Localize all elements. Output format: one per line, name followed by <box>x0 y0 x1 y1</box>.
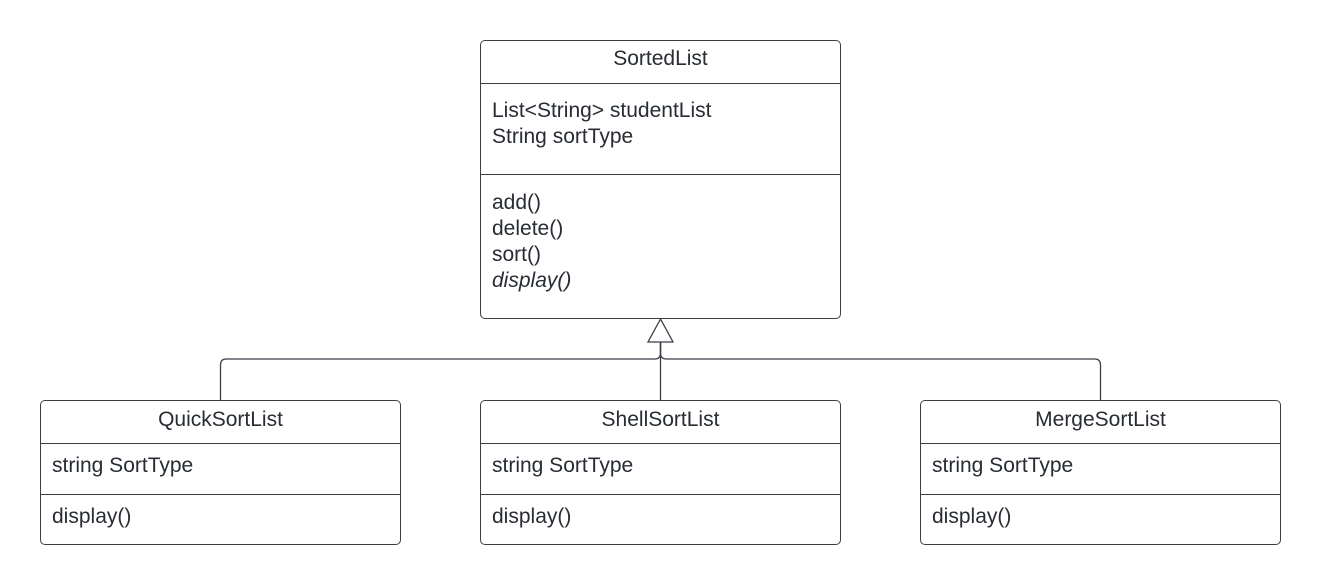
attribute: string SortType <box>932 454 1074 477</box>
class-name: ShellSortList <box>481 401 840 444</box>
methods-section: display() <box>481 495 840 530</box>
connector-quicksort <box>219 342 662 400</box>
method: sort() <box>492 243 541 266</box>
class-box-shellsortlist[interactable]: ShellSortList string SortType display() <box>480 400 841 545</box>
attributes-section: string SortType <box>41 444 400 495</box>
attribute: string SortType <box>52 454 194 477</box>
attributes-section: List<String> studentList String sortType <box>481 84 840 175</box>
attributes-section: string SortType <box>481 444 840 495</box>
attribute: String sortType <box>492 125 634 148</box>
class-name: SortedList <box>481 41 840 84</box>
class-box-sortedlist[interactable]: SortedList List<String> studentList Stri… <box>480 40 841 319</box>
methods-section: add() delete() sort() display() <box>481 175 840 294</box>
methods-section: display() <box>41 495 400 530</box>
attributes-section: string SortType <box>921 444 1280 495</box>
class-name: MergeSortList <box>921 401 1280 444</box>
inheritance-arrowhead <box>646 317 675 343</box>
abstract-method: display() <box>492 269 572 292</box>
method: display() <box>52 505 132 528</box>
connector-mergesort <box>659 342 1102 400</box>
attribute: string SortType <box>492 454 634 477</box>
methods-section: display() <box>921 495 1280 530</box>
class-box-mergesortlist[interactable]: MergeSortList string SortType display() <box>920 400 1281 545</box>
attribute: List<String> studentList <box>492 99 712 122</box>
method: display() <box>932 505 1012 528</box>
method: delete() <box>492 217 564 240</box>
class-name: QuickSortList <box>41 401 400 444</box>
method: add() <box>492 191 542 214</box>
class-box-quicksortlist[interactable]: QuickSortList string SortType display() <box>40 400 401 545</box>
method: display() <box>492 505 572 528</box>
